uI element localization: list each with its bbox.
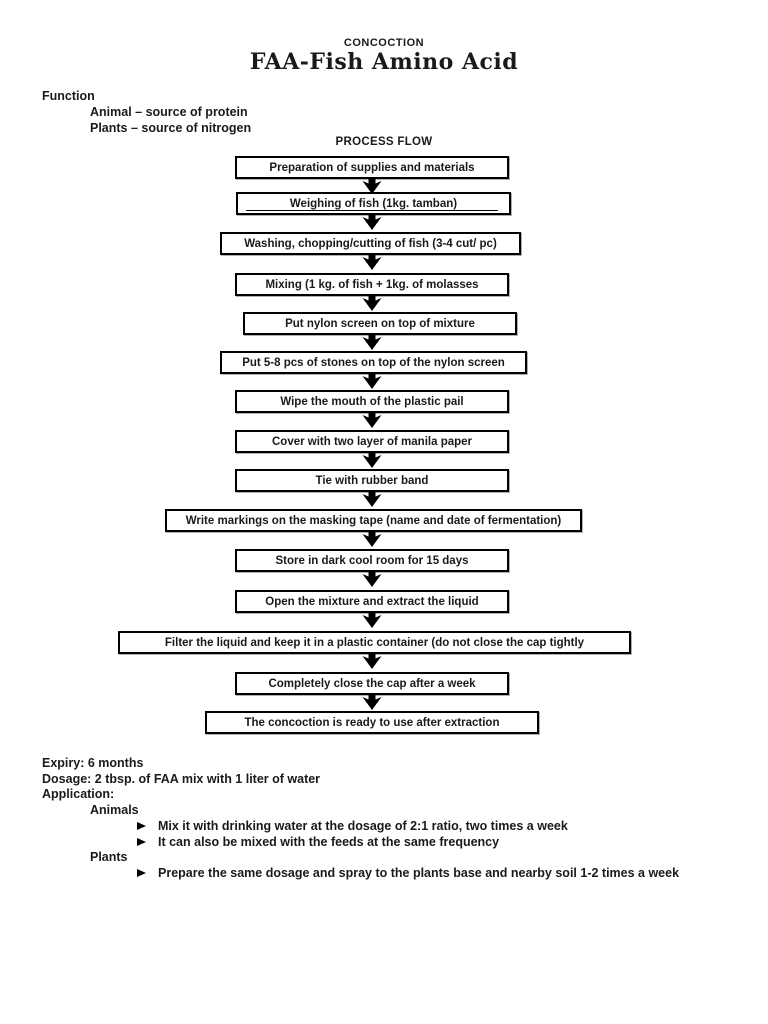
down-arrow-icon — [362, 373, 382, 389]
down-arrow-icon — [362, 214, 382, 230]
flow-step-box: Completely close the cap after a week — [235, 672, 509, 695]
kicker-heading: CONCOCTION — [343, 37, 425, 49]
list-item-text: Mix it with drinking water at the dosage… — [158, 819, 568, 833]
flow-step-box: Write markings on the masking tape (name… — [165, 509, 582, 532]
flow-step-box: The concoction is ready to use after ext… — [205, 711, 539, 734]
function-item: Plants – source of nitrogen — [90, 121, 252, 135]
process-flow-heading: PROCESS FLOW — [335, 136, 433, 148]
animals-heading: Animals — [90, 803, 139, 817]
down-arrow-icon — [362, 334, 382, 350]
flow-step-box: Put nylon screen on top of mixture — [243, 312, 517, 335]
down-arrow-icon — [362, 491, 382, 507]
arrowhead-bullet-icon — [137, 838, 146, 846]
down-arrow-icon — [362, 254, 382, 270]
flow-step-box: Preparation of supplies and materials — [235, 156, 509, 179]
flow-step-box: Wipe the mouth of the plastic pail — [235, 390, 509, 413]
list-item-text: Prepare the same dosage and spray to the… — [158, 866, 680, 880]
expiry-line: Expiry: 6 months — [42, 756, 144, 770]
list-item: It can also be mixed with the feeds at t… — [137, 835, 499, 849]
down-arrow-icon — [362, 571, 382, 587]
down-arrow-icon — [362, 178, 382, 194]
flow-step-box: Put 5-8 pcs of stones on top of the nylo… — [220, 351, 527, 374]
down-arrow-icon — [362, 452, 382, 468]
down-arrow-icon — [362, 412, 382, 428]
down-arrow-icon — [362, 295, 382, 311]
application-heading: Application: — [42, 787, 115, 801]
flow-step-box: Tie with rubber band — [235, 469, 509, 492]
page-title: FAA-Fish Amino Acid — [249, 49, 519, 75]
flow-step-box: Weighing of fish (1kg. tamban) — [236, 192, 511, 215]
flow-step-box: Cover with two layer of manila paper — [235, 430, 509, 453]
function-item: Animal – source of protein — [90, 105, 248, 119]
arrowhead-bullet-icon — [137, 869, 146, 877]
down-arrow-icon — [362, 531, 382, 547]
down-arrow-icon — [362, 653, 382, 669]
list-item-text: It can also be mixed with the feeds at t… — [158, 835, 500, 849]
down-arrow-icon — [362, 694, 382, 710]
plants-heading: Plants — [90, 850, 128, 864]
flow-step-box: Filter the liquid and keep it in a plast… — [118, 631, 631, 654]
dosage-line: Dosage: 2 tbsp. of FAA mix with 1 liter … — [42, 772, 321, 786]
flow-step-box: Open the mixture and extract the liquid — [235, 590, 509, 613]
list-item: Mix it with drinking water at the dosage… — [137, 819, 568, 833]
underline-rule — [246, 210, 499, 211]
flow-step-box: Mixing (1 kg. of fish + 1kg. of molasses — [235, 273, 509, 296]
flow-step-label: Weighing of fish (1kg. tamban) — [289, 197, 458, 210]
flow-step-box: Store in dark cool room for 15 days — [235, 549, 509, 572]
down-arrow-icon — [362, 612, 382, 628]
list-item: Prepare the same dosage and spray to the… — [137, 866, 679, 880]
flow-step-box: Washing, chopping/cutting of fish (3-4 c… — [220, 232, 521, 255]
arrowhead-bullet-icon — [137, 822, 146, 830]
function-heading: Function — [42, 89, 95, 103]
